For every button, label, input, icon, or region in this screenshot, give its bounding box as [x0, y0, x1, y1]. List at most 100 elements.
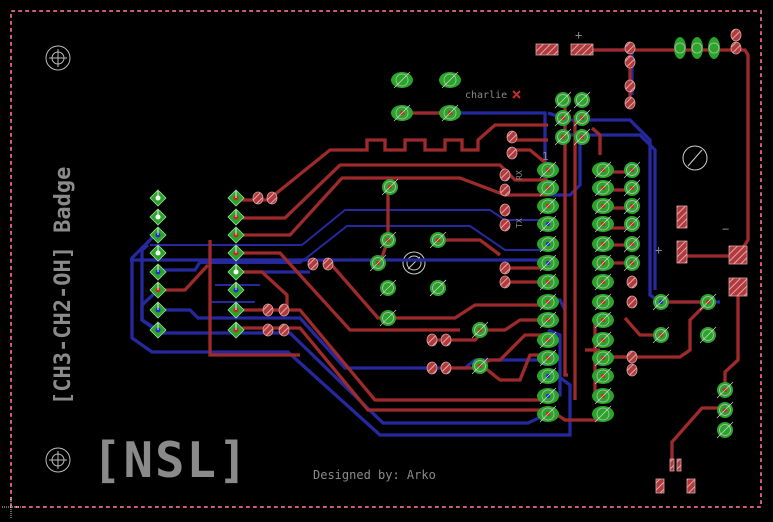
fiducial-icon: [402, 251, 426, 275]
header-pin: [227, 321, 245, 339]
smd-round-pad: [266, 191, 278, 205]
header-pin: [227, 244, 245, 262]
smd-round-pad: [626, 275, 638, 289]
header-pin: [227, 189, 245, 207]
smd-pad: [728, 245, 748, 265]
chip-pin: [537, 197, 559, 215]
round-pad: [573, 128, 591, 146]
header-pin: [149, 189, 167, 207]
origin-cross-icon: [2, 497, 22, 518]
round-pad: [699, 293, 717, 311]
chip-pin: [439, 71, 461, 89]
chip-pin: [439, 104, 461, 122]
round-pad: [716, 421, 734, 439]
round-pad: [554, 128, 572, 146]
chip-pin: [592, 331, 614, 349]
smd-round-pad: [499, 203, 511, 217]
polarity-plus: +: [575, 28, 582, 42]
chip-pin: [592, 405, 614, 423]
smd-pads: [535, 43, 748, 494]
smd-round-pad: [626, 350, 638, 364]
smd-round-pad: [506, 130, 518, 144]
chip-pin: [537, 161, 559, 179]
pin1-mark: 1: [542, 150, 549, 163]
smd-round-pad: [252, 191, 264, 205]
header-pin: [149, 208, 167, 226]
smd-round-pad: [626, 295, 638, 309]
chip-pin: [592, 161, 614, 179]
round-pad: [381, 178, 399, 196]
rx-label: RX: [515, 170, 524, 180]
smd-round-pad: [499, 168, 511, 182]
chip-pin: [592, 293, 614, 311]
nsl-logo: [NSL]: [92, 432, 250, 489]
round-pad: [623, 179, 641, 197]
battery-pin: [691, 37, 703, 59]
round-pad: [573, 91, 591, 109]
part-label-charlie: charlie: [465, 90, 507, 101]
mounting-hole-icon: [45, 45, 71, 71]
smd-round-pad: [624, 96, 636, 110]
smd-pad: [676, 458, 682, 472]
smd-pad: [535, 43, 559, 56]
smd-round-pad: [624, 41, 636, 55]
round-pad: [554, 91, 572, 109]
smd-round-pad: [262, 323, 274, 337]
smd-round-pad: [426, 361, 438, 375]
header-pin: [149, 321, 167, 339]
header-pin: [149, 244, 167, 262]
header-pin: [227, 301, 245, 319]
board-title-vertical: [CH3-CH2-OH] Badge: [51, 167, 76, 405]
close-marker-icon: [512, 90, 521, 99]
round-pad: [573, 109, 591, 127]
header-pin: [227, 226, 245, 244]
round-pad: [623, 161, 641, 179]
chip-pin: [592, 349, 614, 367]
battery-pin: [674, 37, 686, 59]
designer-credit: Designed by: Arko: [313, 468, 436, 482]
smd-round-pad: [322, 257, 334, 271]
smd-round-pad: [426, 333, 438, 347]
round-pad: [623, 197, 641, 215]
round-pad: [429, 279, 447, 297]
smd-round-pad: [730, 41, 742, 55]
chip-pin: [391, 104, 413, 122]
chip-pin: [537, 293, 559, 311]
smd-round-pad: [499, 183, 511, 197]
round-pad: [652, 293, 670, 311]
smd-round-pad: [626, 363, 638, 377]
smd-pad: [676, 240, 688, 264]
smd-round-pad: [499, 275, 511, 289]
round-pad: [554, 109, 572, 127]
chip-pin: [537, 215, 559, 233]
header-pin: [149, 301, 167, 319]
battery-pin: [708, 37, 720, 59]
round-pad: [623, 215, 641, 233]
round-pad: [623, 235, 641, 253]
smd-pad: [570, 43, 594, 56]
round-pad: [471, 357, 489, 375]
fiducial-icon: [682, 145, 708, 171]
smd-round-pad: [499, 261, 511, 275]
smd-round-pad: [624, 55, 636, 69]
round-pad: [471, 321, 489, 339]
chip-pin: [592, 311, 614, 329]
smd-round-pad: [730, 28, 742, 42]
via-group: [252, 28, 742, 377]
chip-pin: [537, 273, 559, 291]
chip-pin: [592, 367, 614, 385]
round-pad: [369, 254, 387, 272]
chip-pin: [537, 387, 559, 405]
chip-pin: [537, 349, 559, 367]
header-pin: [149, 281, 167, 299]
smd-round-pad: [440, 333, 452, 347]
round-pad: [716, 401, 734, 419]
tx-label: TX: [515, 218, 524, 228]
round-pad: [379, 279, 397, 297]
chip-pin: [592, 197, 614, 215]
chip-pin: [537, 254, 559, 272]
header-pin: [149, 226, 167, 244]
smd-round-pad: [506, 146, 518, 160]
smd-pad: [669, 458, 675, 472]
